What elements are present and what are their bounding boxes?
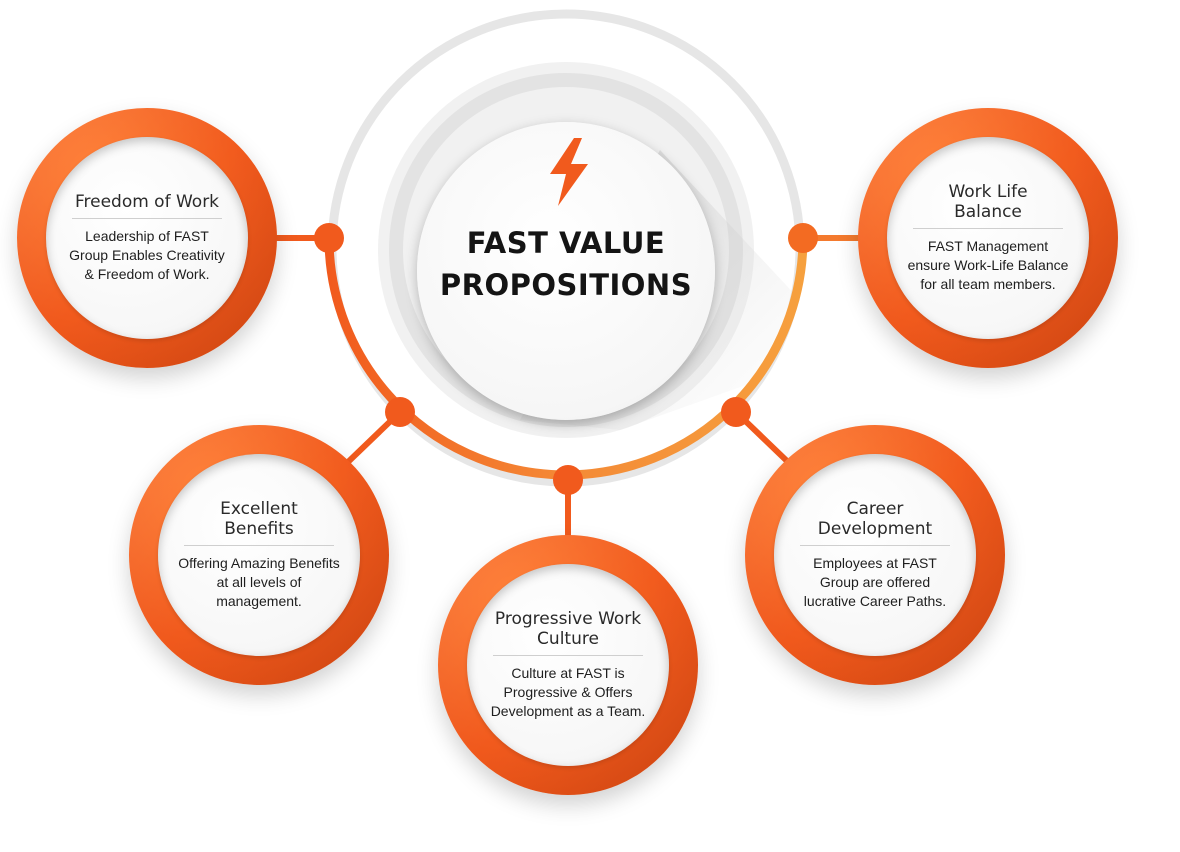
node-description: Culture at FAST is Progressive & Offers … [490,665,646,719]
lightning-bolt-icon [550,138,588,206]
center-title-line-2: PROPOSITIONS [439,268,693,302]
connector-dot-worklife [788,223,818,253]
node-title: Freedom of Work [72,192,222,219]
node-description: Leadership of FAST Group Enables Creativ… [69,228,225,282]
node-freedom-of-work-inner: Freedom of Work Leadership of FAST Group… [46,137,248,339]
node-progressive-work-culture: Progressive Work Culture Culture at FAST… [438,535,698,795]
node-title: Excellent Benefits [184,499,334,546]
node-excellent-benefits-inner: Excellent Benefits Offering Amazing Bene… [158,454,360,656]
node-freedom-of-work: Freedom of Work Leadership of FAST Group… [17,108,277,368]
node-work-life-balance: Work Life Balance FAST Management ensure… [858,108,1118,368]
node-progressive-work-culture-inner: Progressive Work Culture Culture at FAST… [467,564,669,766]
node-description: Offering Amazing Benefits at all levels … [178,555,340,609]
shadow-ring-segment [389,73,743,427]
node-description: FAST Management ensure Work-Life Balance… [907,238,1069,292]
node-career-development-inner: Career Development Employees at FAST Gro… [774,454,976,656]
connector-dot-freedom [314,223,344,253]
center-title: FAST VALUE PROPOSITIONS [417,222,715,306]
node-title: Career Development [800,499,950,546]
center-title-line-1: FAST VALUE [466,226,666,260]
node-work-life-balance-inner: Work Life Balance FAST Management ensure… [887,137,1089,339]
connector-dot-benefits [385,397,415,427]
node-description: Employees at FAST Group are offered lucr… [803,555,947,609]
connector-dot-career [721,397,751,427]
node-title: Progressive Work Culture [493,609,643,656]
connector-dot-culture [553,465,583,495]
node-title: Work Life Balance [913,182,1063,229]
node-excellent-benefits: Excellent Benefits Offering Amazing Bene… [129,425,389,685]
node-career-development: Career Development Employees at FAST Gro… [745,425,1005,685]
